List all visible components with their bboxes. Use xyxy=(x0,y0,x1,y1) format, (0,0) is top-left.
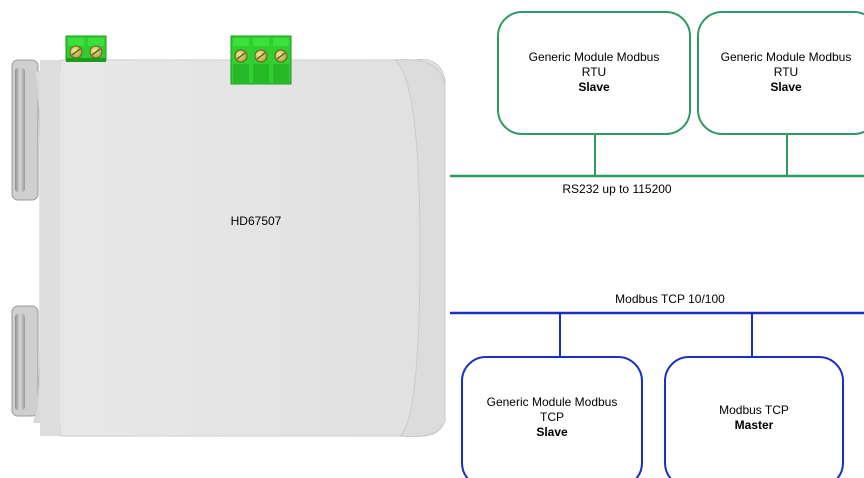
module-role: Master xyxy=(735,418,774,432)
module-role: Slave xyxy=(770,80,802,94)
module-tcp-master: Modbus TCP Master xyxy=(664,356,844,478)
rs232-bus xyxy=(450,135,864,178)
module-line1: Generic Module Modbus xyxy=(721,50,852,64)
rs232-label: RS232 up to 115200 xyxy=(562,182,672,196)
connector-2pin xyxy=(65,35,107,62)
module-line2: TCP xyxy=(540,410,564,424)
device-name: HD67507 xyxy=(231,214,282,228)
connector-3pin xyxy=(230,35,292,85)
hd67507-device xyxy=(11,58,446,438)
module-line2: RTU xyxy=(774,65,798,79)
module-line1: Modbus TCP xyxy=(719,403,789,417)
module-line1: Generic Module Modbus xyxy=(529,50,660,64)
module-line2: RTU xyxy=(582,65,606,79)
module-role: Slave xyxy=(578,80,610,94)
module-line1: Generic Module Modbus xyxy=(487,395,618,409)
device-housing xyxy=(33,58,446,437)
module-role: Slave xyxy=(536,425,568,439)
tcp-bus xyxy=(450,311,864,357)
tcp-label: Modbus TCP 10/100 xyxy=(615,292,725,306)
module-rtu-slave-1: Generic Module Modbus RTU Slave xyxy=(497,11,691,135)
module-rtu-slave-2: Generic Module Modbus RTU Slave xyxy=(697,11,864,135)
module-tcp-slave: Generic Module Modbus TCP Slave xyxy=(461,356,643,478)
